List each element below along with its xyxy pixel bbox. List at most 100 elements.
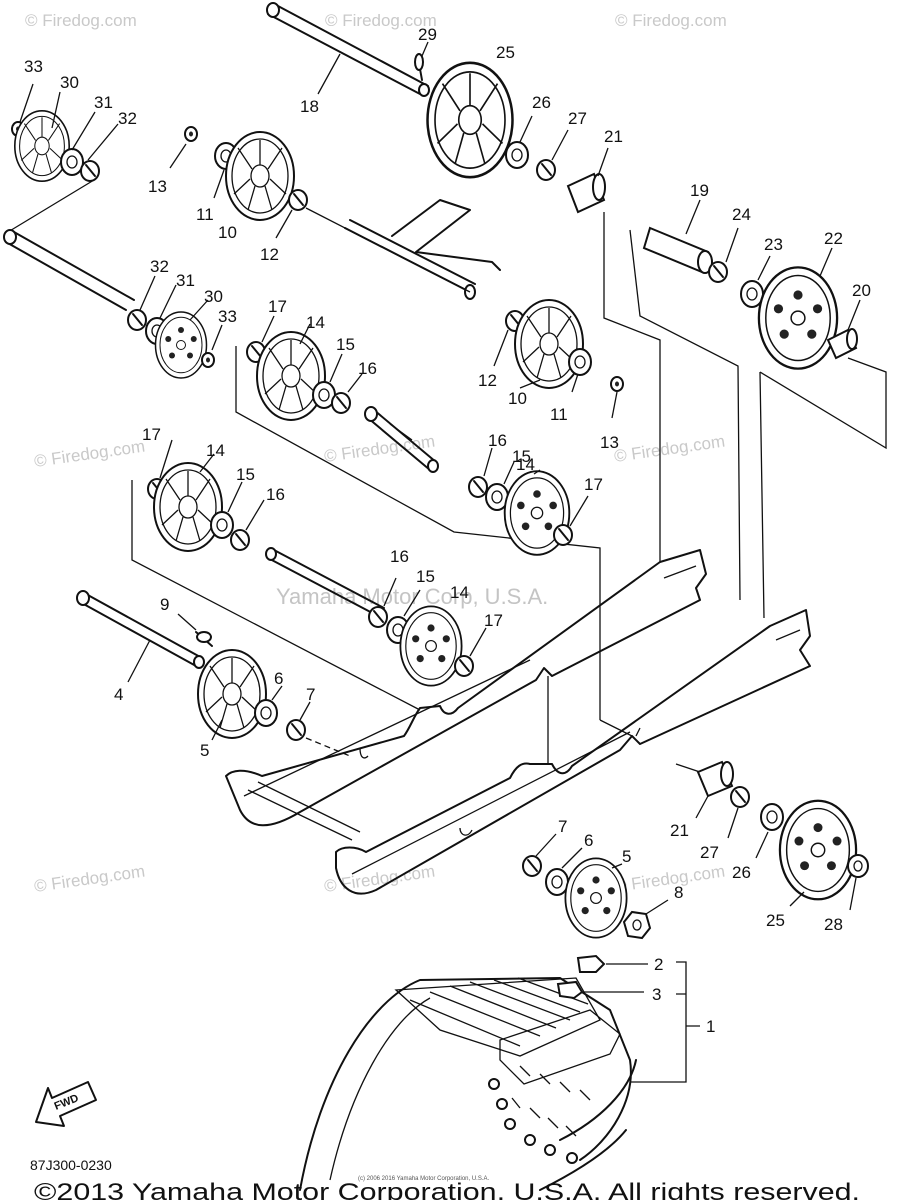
callout: 22 (824, 229, 843, 248)
leader-25b (789, 891, 805, 907)
fwd-arrow-icon: FWD (35, 1081, 97, 1127)
leader-11 (213, 169, 225, 199)
callout: 10 (508, 389, 527, 408)
callout: 15 (236, 465, 255, 484)
callout: 15 (336, 335, 355, 354)
part-25-wheel-bottom (778, 799, 858, 901)
leader-6 (271, 685, 283, 701)
callout: 13 (600, 433, 619, 452)
leader-15e (403, 589, 421, 617)
copyright-notice: ©2013 Yamaha Motor Corporation, U.S.A. A… (34, 1179, 860, 1200)
part-27-clip-bottom (730, 786, 750, 808)
watermark-site: © Firedog.com (613, 432, 726, 466)
callout: 26 (532, 93, 551, 112)
callout: 24 (732, 205, 751, 224)
callout: 32 (150, 257, 169, 276)
leader-15 (329, 353, 343, 383)
part-13-washer (184, 126, 198, 142)
callout: 14 (450, 583, 469, 602)
leader-4 (127, 639, 151, 683)
part-12-clip-top (288, 189, 308, 211)
callout: 31 (94, 93, 113, 112)
leader-20 (847, 299, 861, 331)
part-center-shaft (364, 406, 439, 473)
leader-28 (849, 877, 857, 911)
leader-29 (421, 41, 429, 57)
callout: 25 (496, 43, 515, 62)
callout: 12 (478, 371, 497, 390)
part-10-wheel-right (514, 299, 584, 389)
callout: 17 (484, 611, 503, 630)
part-22-wheel-large (757, 266, 839, 370)
leader-7 (299, 701, 311, 721)
leader-12b (493, 329, 509, 367)
leader-7b (535, 833, 557, 857)
callout: 33 (24, 57, 43, 76)
callout: 13 (148, 177, 167, 196)
callout: 30 (60, 73, 79, 92)
callout: 23 (764, 235, 783, 254)
part-rear-arm-bracket (305, 199, 501, 300)
leader-6b (561, 847, 583, 869)
callout: 9 (160, 595, 169, 614)
callout: 6 (274, 669, 283, 688)
callout: 10 (218, 223, 237, 242)
part-9-pin (195, 631, 213, 647)
watermark-site: © Firedog.com (615, 11, 727, 30)
callout: 29 (418, 25, 437, 44)
leader-18 (317, 53, 341, 95)
callout: 16 (390, 547, 409, 566)
leader-16 (347, 373, 363, 393)
part-18-axle-shaft (266, 2, 430, 97)
leader-13 (169, 143, 187, 169)
part-3-clip (556, 980, 584, 1000)
leader-9 (177, 613, 197, 631)
part-rear-axle-left (3, 229, 135, 311)
leader-5 (211, 719, 223, 741)
callout: 17 (142, 425, 161, 444)
leader-16d (483, 447, 493, 477)
watermark-site: © Firedog.com (325, 11, 437, 30)
part-6-bearing (254, 699, 278, 727)
callout: 27 (568, 109, 587, 128)
part-17-clip-right (553, 524, 573, 546)
watermark-site: © Firedog.com (613, 862, 726, 896)
part-17-clip-lower (454, 655, 474, 677)
callout: 15 (416, 567, 435, 586)
callout: 17 (268, 297, 287, 316)
part-19-shaft (642, 226, 713, 274)
part-32-clip-mid (127, 309, 147, 331)
callout: 15 (512, 447, 531, 466)
leader-lines-top-left (7, 83, 119, 233)
callout: 14 (206, 441, 225, 460)
part-14-wheel-mid (256, 331, 326, 421)
callout: 28 (824, 915, 843, 934)
leader-16c (245, 499, 265, 531)
part-7-clip (286, 719, 306, 741)
leader-14c (199, 453, 215, 473)
part-21-collar-bottom (696, 760, 734, 798)
callout: 14 (516, 455, 535, 474)
leader-17 (261, 315, 275, 343)
callout: 31 (176, 271, 195, 290)
part-21-collar-top (566, 172, 606, 214)
leader-30b (189, 299, 209, 321)
callout: 11 (550, 405, 568, 424)
callout: 3 (652, 985, 661, 1004)
callout-numbers: 33 30 31 32 13 11 10 12 29 18 25 26 27 2… (24, 25, 871, 1036)
leader-23 (757, 255, 771, 281)
watermark-site: © Firedog.com (25, 11, 137, 30)
leader-11b (571, 373, 579, 393)
part-16-clip (331, 392, 351, 414)
part-26-bearing-bottom (760, 803, 784, 831)
leader-31b (159, 284, 177, 319)
part-7-clip-bottom (522, 855, 542, 877)
leader-13b (611, 391, 618, 419)
callout: 16 (488, 431, 507, 450)
alignment-lines-top (603, 212, 887, 601)
leader-32b (139, 275, 156, 311)
callout: 17 (584, 475, 603, 494)
leader-8 (645, 899, 669, 915)
leader-16e (383, 577, 397, 607)
